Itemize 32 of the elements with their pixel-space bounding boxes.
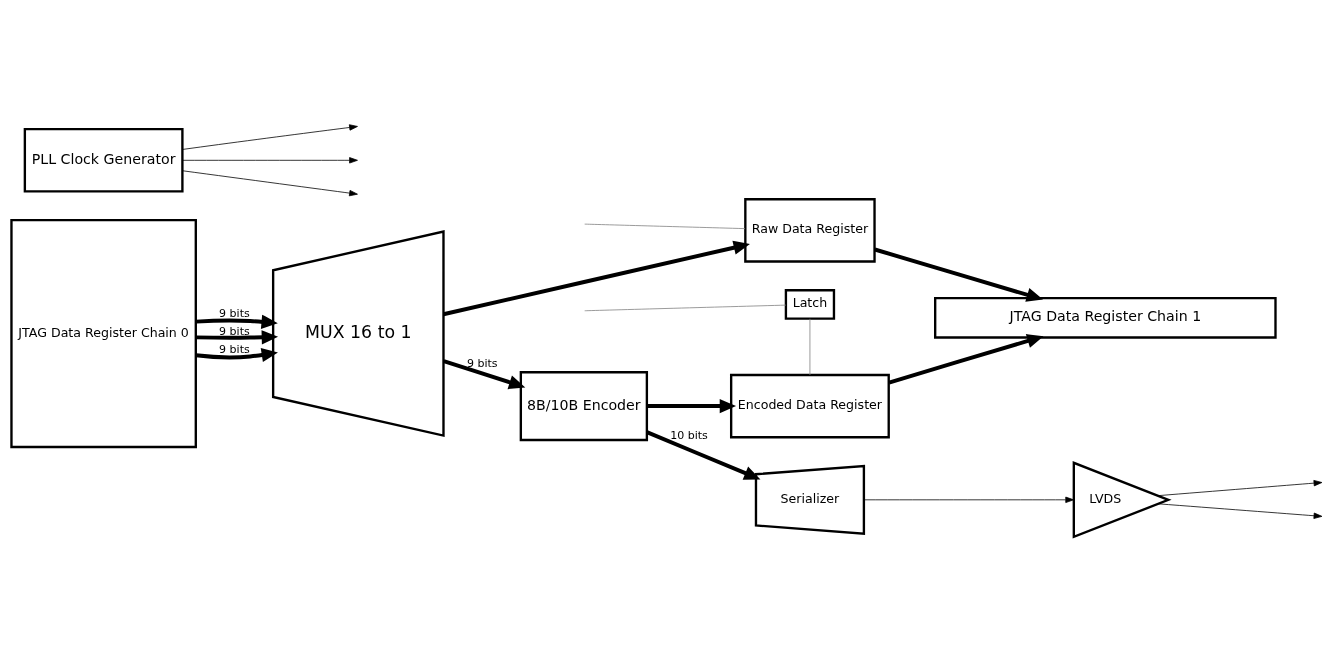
arrow xyxy=(863,496,1074,503)
node-box: Serializer xyxy=(754,464,866,535)
connector xyxy=(809,318,811,376)
node-box: PLL Clock Generator xyxy=(23,128,184,193)
node-box: Raw Data Register xyxy=(744,198,876,263)
edge-label: 10 bits xyxy=(670,428,708,442)
arrow xyxy=(888,334,1044,385)
arrow xyxy=(182,157,358,164)
arrow xyxy=(182,124,358,150)
node-box: Latch xyxy=(784,289,836,320)
arrow xyxy=(196,330,279,345)
arrow xyxy=(1158,503,1323,519)
arrow xyxy=(195,314,278,329)
arrow xyxy=(646,430,761,480)
edge-label: 9 bits xyxy=(219,307,250,321)
arrow xyxy=(195,348,278,363)
edge-label: 9 bits xyxy=(219,343,250,357)
arrow xyxy=(874,247,1043,302)
arrow xyxy=(1157,480,1323,497)
node-box: 8B/10B Encoder xyxy=(519,371,649,442)
edge-label: 9 bits xyxy=(219,324,250,338)
arrow xyxy=(443,240,750,317)
arrow xyxy=(182,170,358,197)
node-box: MUX 16 to 1 xyxy=(271,230,445,438)
arrow xyxy=(443,359,526,390)
node-box: JTAG Data Register Chain 0 xyxy=(10,219,197,449)
node-box: Encoded Data Register xyxy=(730,373,890,439)
node-box: JTAG Data Register Chain 1 xyxy=(934,297,1277,339)
connector xyxy=(584,223,746,229)
connector xyxy=(584,304,787,312)
edge-label: 9 bits xyxy=(466,356,498,370)
arrow xyxy=(646,398,737,414)
